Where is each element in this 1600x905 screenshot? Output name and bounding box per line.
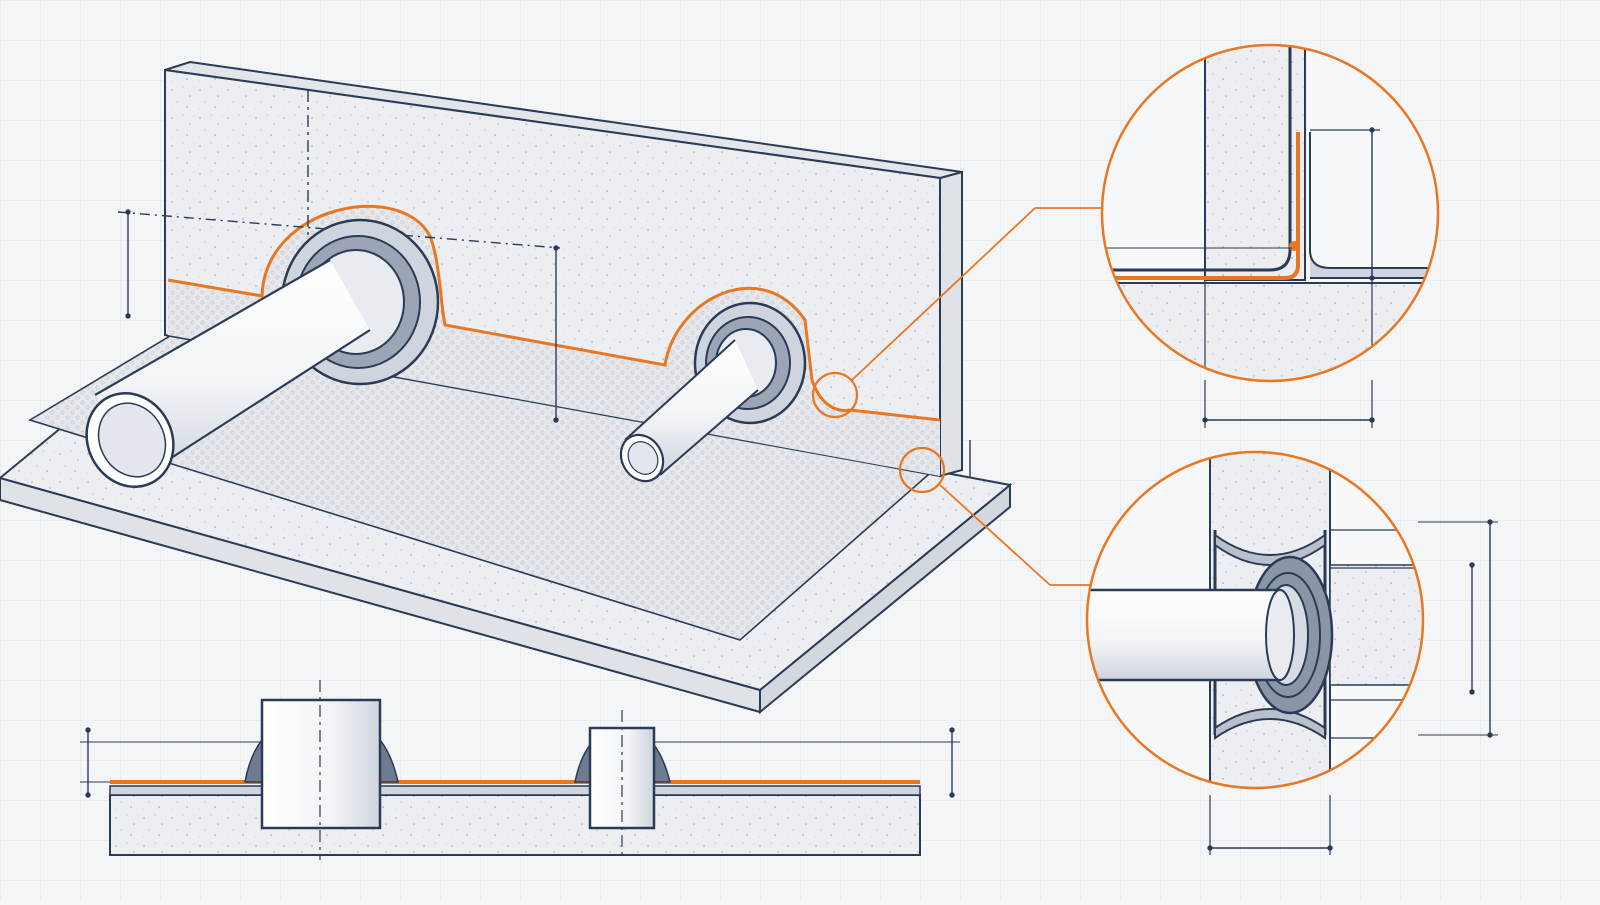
detail-penetration-frame bbox=[1085, 450, 1425, 790]
section-pipe-large bbox=[260, 698, 382, 830]
pipe-small-body bbox=[625, 340, 758, 475]
detail-penetration-flange-bottom bbox=[1214, 708, 1326, 740]
detail-penetration-pipe bbox=[1087, 588, 1282, 682]
callout-leader-top bbox=[851, 207, 1036, 381]
callout-marker-base bbox=[898, 446, 946, 494]
wall-edge bbox=[939, 170, 963, 478]
section-slab bbox=[109, 794, 921, 856]
detail-penetration bbox=[1085, 450, 1498, 855]
section-view bbox=[80, 680, 960, 860]
detail-corner-frame bbox=[1100, 43, 1440, 383]
isometric-assembly bbox=[0, 60, 1105, 715]
membrane-edge-line bbox=[167, 204, 941, 422]
pipe-small bbox=[619, 301, 807, 483]
pipe-large bbox=[85, 218, 440, 488]
detail-corner-membrane bbox=[1102, 132, 1300, 280]
detail-corner-fillet bbox=[1309, 132, 1438, 279]
detail-corner-wall bbox=[1204, 45, 1306, 281]
callout-leader-bottom bbox=[939, 484, 1051, 586]
callout-marker-corner bbox=[811, 371, 859, 419]
